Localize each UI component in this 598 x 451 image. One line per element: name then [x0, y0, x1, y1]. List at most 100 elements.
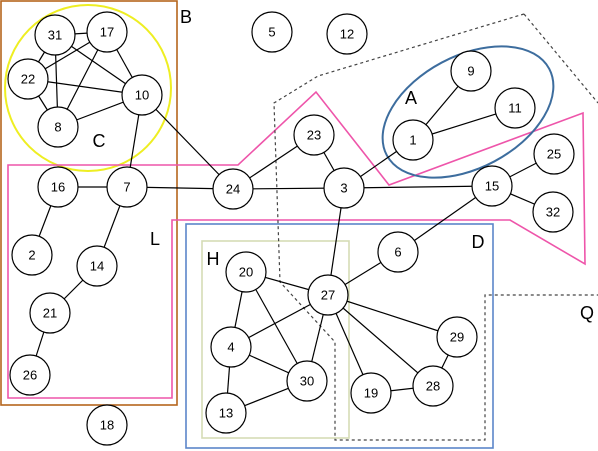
node-13: 13 [205, 392, 247, 434]
node-2: 2 [11, 234, 53, 276]
region-d-box [185, 223, 494, 449]
node-label: 32 [546, 205, 560, 220]
node-circle [350, 372, 392, 414]
node-label: 30 [300, 374, 314, 389]
node-label: 9 [467, 64, 474, 79]
node-circle [34, 14, 76, 56]
node-label: 11 [508, 101, 522, 116]
node-label: 21 [43, 306, 57, 321]
node-5: 5 [251, 11, 293, 53]
region-label-q: Q [580, 303, 594, 323]
node-circle [377, 231, 419, 273]
region-l-outline [7, 90, 586, 399]
node-circle [323, 167, 365, 209]
node-circle [76, 245, 118, 287]
node-label: 24 [226, 182, 240, 197]
node-circle [532, 191, 574, 233]
node-3: 3 [323, 167, 365, 209]
region-label-c: C [93, 131, 106, 151]
region-label-l: L [150, 229, 160, 249]
node-21: 21 [29, 292, 71, 334]
node-29: 29 [436, 316, 478, 358]
node-20: 20 [225, 251, 267, 293]
node-label: 18 [100, 418, 114, 433]
node-label: 25 [547, 147, 561, 162]
node-label: 19 [364, 386, 378, 401]
region-label-b: B [180, 7, 192, 27]
node-label: 17 [100, 25, 114, 40]
node-circle [450, 50, 492, 92]
node-label: 29 [450, 330, 464, 345]
node-24: 24 [212, 168, 254, 210]
node-circle [37, 106, 79, 148]
node-circle [86, 11, 128, 53]
node-26: 26 [9, 354, 51, 396]
node-circle [121, 74, 163, 116]
node-circle [205, 392, 247, 434]
node-circle [251, 11, 293, 53]
node-circle [307, 274, 349, 316]
node-11: 11 [494, 87, 536, 129]
node-32: 32 [532, 191, 574, 233]
node-16: 16 [37, 166, 79, 208]
node-label: 31 [48, 28, 62, 43]
node-label: 13 [219, 406, 233, 421]
node-circle [106, 166, 148, 208]
node-circle [86, 404, 128, 446]
node-28: 28 [412, 365, 454, 407]
node-circle [326, 13, 368, 55]
node-circle [225, 251, 267, 293]
region-label-a: A [405, 88, 417, 108]
node-15: 15 [471, 165, 513, 207]
node-9: 9 [450, 50, 492, 92]
node-30: 30 [286, 360, 328, 402]
edge-10-24 [141, 94, 234, 190]
node-10: 10 [121, 74, 163, 116]
node-1: 1 [392, 119, 434, 161]
node-8: 8 [37, 106, 79, 148]
node-circle [286, 360, 328, 402]
node-circle [37, 166, 79, 208]
node-circle [293, 114, 335, 156]
node-circle [412, 365, 454, 407]
node-4: 4 [210, 326, 252, 368]
node-label: 28 [426, 379, 440, 394]
node-circle [533, 133, 575, 175]
region-label-h: H [207, 249, 220, 269]
node-label: 10 [135, 88, 149, 103]
node-circle [7, 58, 49, 100]
node-label: 8 [54, 120, 61, 135]
node-18: 18 [86, 404, 128, 446]
node-label: 6 [394, 245, 401, 260]
node-23: 23 [293, 114, 335, 156]
node-label: 16 [51, 180, 65, 195]
node-25: 25 [533, 133, 575, 175]
node-circle [392, 119, 434, 161]
node-22: 22 [7, 58, 49, 100]
node-14: 14 [76, 245, 118, 287]
node-label: 12 [340, 27, 354, 42]
region-label-d: D [472, 232, 485, 252]
node-label: 5 [268, 25, 275, 40]
node-17: 17 [86, 11, 128, 53]
node-circle [9, 354, 51, 396]
edge-27-28 [327, 294, 434, 387]
node-label: 14 [90, 259, 104, 274]
node-label: 20 [239, 265, 253, 280]
node-31: 31 [34, 14, 76, 56]
node-27: 27 [307, 274, 349, 316]
node-label: 1 [409, 133, 416, 148]
node-label: 7 [123, 180, 130, 195]
region-q-outline [273, 13, 598, 441]
node-circle [212, 168, 254, 210]
region-c-circle [4, 4, 172, 172]
node-circle [471, 165, 513, 207]
region-labels-layer: A B C L D H Q [93, 7, 595, 323]
node-6: 6 [377, 231, 419, 273]
node-circle [210, 326, 252, 368]
node-12: 12 [326, 13, 368, 55]
node-circle [494, 87, 536, 129]
node-19: 19 [350, 372, 392, 414]
